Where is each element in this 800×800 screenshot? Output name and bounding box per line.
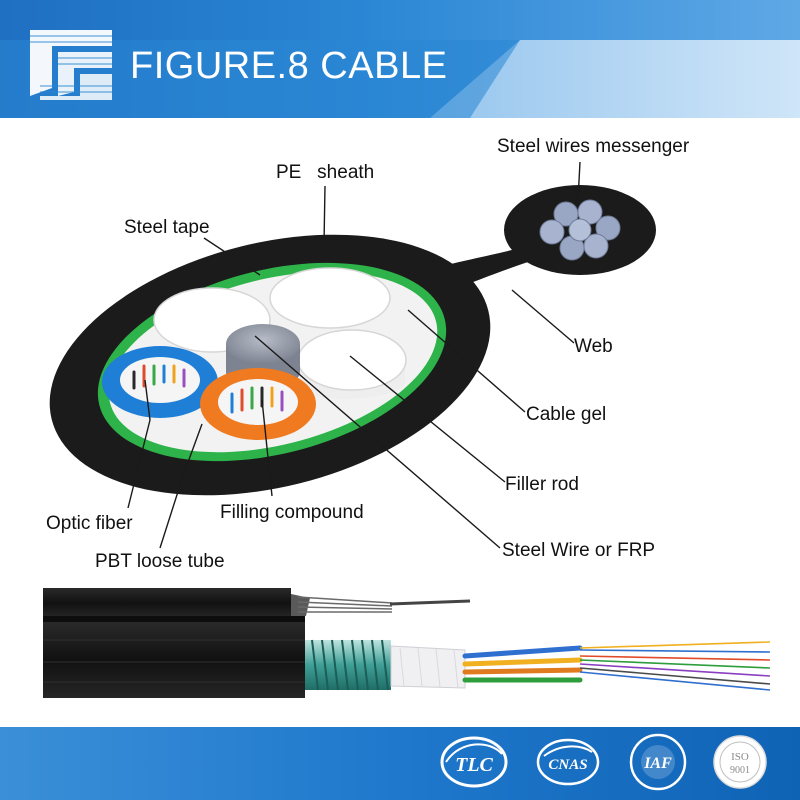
optical-fibers bbox=[579, 641, 771, 691]
cable-side-view bbox=[43, 588, 771, 698]
leader-filling-compound bbox=[261, 399, 273, 497]
label-web: Web bbox=[574, 336, 613, 357]
label-steel-tape: Steel tape bbox=[124, 217, 210, 238]
leader-lines bbox=[127, 161, 581, 549]
svg-text:ISO: ISO bbox=[731, 751, 749, 763]
messenger-jacket bbox=[43, 588, 291, 618]
leader-steel-wire-frp bbox=[254, 335, 501, 549]
label-cable-gel: Cable gel bbox=[526, 404, 606, 425]
label-pbt-loose-tube: PBT loose tube bbox=[95, 551, 225, 572]
svg-text:9001: 9001 bbox=[730, 765, 750, 776]
svg-text:CNAS: CNAS bbox=[548, 757, 587, 773]
company-logo bbox=[30, 30, 112, 100]
callout-labels: Steel wires messenger PE sheath Steel ta… bbox=[46, 136, 690, 572]
cnas-logo: CNAS bbox=[536, 738, 600, 786]
tlc-logo: TLC bbox=[440, 736, 508, 788]
leader-web bbox=[511, 289, 575, 344]
pbt-loose-tube-blue bbox=[102, 346, 218, 418]
messenger-wire bbox=[389, 599, 471, 606]
page-title: FIGURE.8 CABLE bbox=[130, 45, 447, 87]
leader-pe-sheath bbox=[323, 185, 326, 245]
iaf-logo: IAF bbox=[629, 733, 687, 791]
footer-band bbox=[0, 727, 800, 800]
steel-wire-frp bbox=[226, 324, 300, 364]
pbt-loose-tube-orange bbox=[200, 368, 316, 440]
label-filler-rod: Filler rod bbox=[505, 474, 579, 495]
label-optic-fiber: Optic fiber bbox=[46, 513, 133, 534]
svg-text:TLC: TLC bbox=[455, 754, 493, 776]
label-steel-wire-frp: Steel Wire or FRP bbox=[502, 540, 655, 561]
loose-tubes bbox=[462, 645, 583, 683]
svg-text:IAF: IAF bbox=[643, 755, 672, 772]
gel-wrap bbox=[390, 645, 466, 689]
label-pe-sheath: PE sheath bbox=[276, 162, 374, 183]
leader-cable-gel bbox=[407, 309, 526, 413]
header-banner-stripe bbox=[430, 40, 800, 118]
filler-rod-3 bbox=[297, 329, 407, 391]
cable-cross-section bbox=[49, 185, 656, 496]
iso-logo: ISO 9001 bbox=[713, 735, 767, 789]
leader-steel-wires-messenger bbox=[577, 161, 581, 201]
leader-optic-fiber bbox=[127, 379, 151, 509]
steel-wires-messenger bbox=[539, 199, 621, 261]
leader-pbt-loose-tube bbox=[159, 423, 203, 549]
label-steel-wires-messenger: Steel wires messenger bbox=[497, 136, 690, 157]
filler-rod-2 bbox=[269, 267, 391, 329]
label-filling-compound: Filling compound bbox=[220, 502, 364, 523]
footer: TLC CNAS IAF ISO 9001 bbox=[0, 727, 800, 800]
header: FIGURE.8 CABLE bbox=[0, 0, 800, 120]
leader-filler-rod bbox=[349, 355, 506, 483]
main-jacket bbox=[43, 622, 305, 698]
leader-steel-tape bbox=[203, 237, 261, 276]
corrugated-steel-tape bbox=[305, 639, 391, 691]
